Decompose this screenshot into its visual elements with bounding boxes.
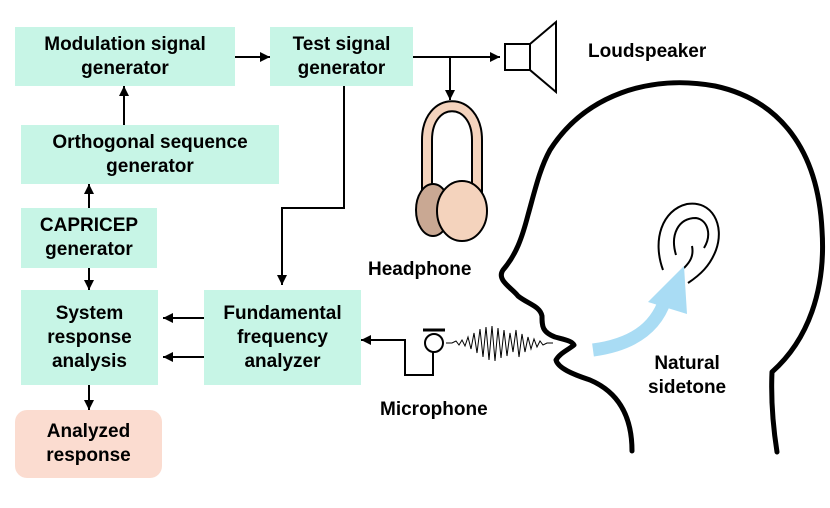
arrow-microphone-to-fundamental: [361, 335, 434, 376]
capricep-generator-label: CAPRICEP generator: [39, 215, 139, 260]
sidetone-arrow: [592, 297, 672, 357]
test-signal-generator-block: Test signal generator: [270, 27, 413, 86]
fundamental-frequency-analyzer-block: Fundamental frequency analyzer: [204, 290, 361, 385]
headphone-icon: [415, 100, 488, 242]
head-silhouette: [498, 80, 826, 455]
analyzed-response-block: Analyzed response: [15, 410, 162, 478]
system-response-analysis-label: System response analysis: [47, 302, 132, 372]
system-response-analysis-block: System response analysis: [21, 290, 158, 385]
microphone-icon: [423, 328, 445, 353]
microphone-label: Microphone: [380, 399, 488, 420]
analyzed-response-label: Analyzed response: [46, 421, 131, 466]
loudspeaker-label: Loudspeaker: [588, 41, 707, 62]
loudspeaker-icon: [504, 19, 557, 95]
test-signal-generator-label: Test signal generator: [292, 33, 391, 79]
natural-sidetone-label: Natural sidetone: [648, 353, 727, 398]
headphone-label: Headphone: [368, 259, 472, 280]
sidetone-arrowhead: [648, 266, 687, 314]
voice-waveform: [446, 325, 553, 362]
modulation-signal-generator-label: Modulation signal generator: [44, 33, 206, 79]
capricep-generator-block: CAPRICEP generator: [21, 208, 157, 268]
orthogonal-sequence-generator-block: Orthogonal sequence generator: [21, 125, 279, 184]
arrow-test-to-fundamental: [277, 86, 345, 285]
orthogonal-sequence-generator-label: Orthogonal sequence generator: [52, 131, 248, 177]
ear-icon: [657, 202, 720, 284]
fundamental-frequency-analyzer-label: Fundamental frequency analyzer: [223, 302, 342, 372]
modulation-signal-generator-block: Modulation signal generator: [15, 27, 235, 86]
